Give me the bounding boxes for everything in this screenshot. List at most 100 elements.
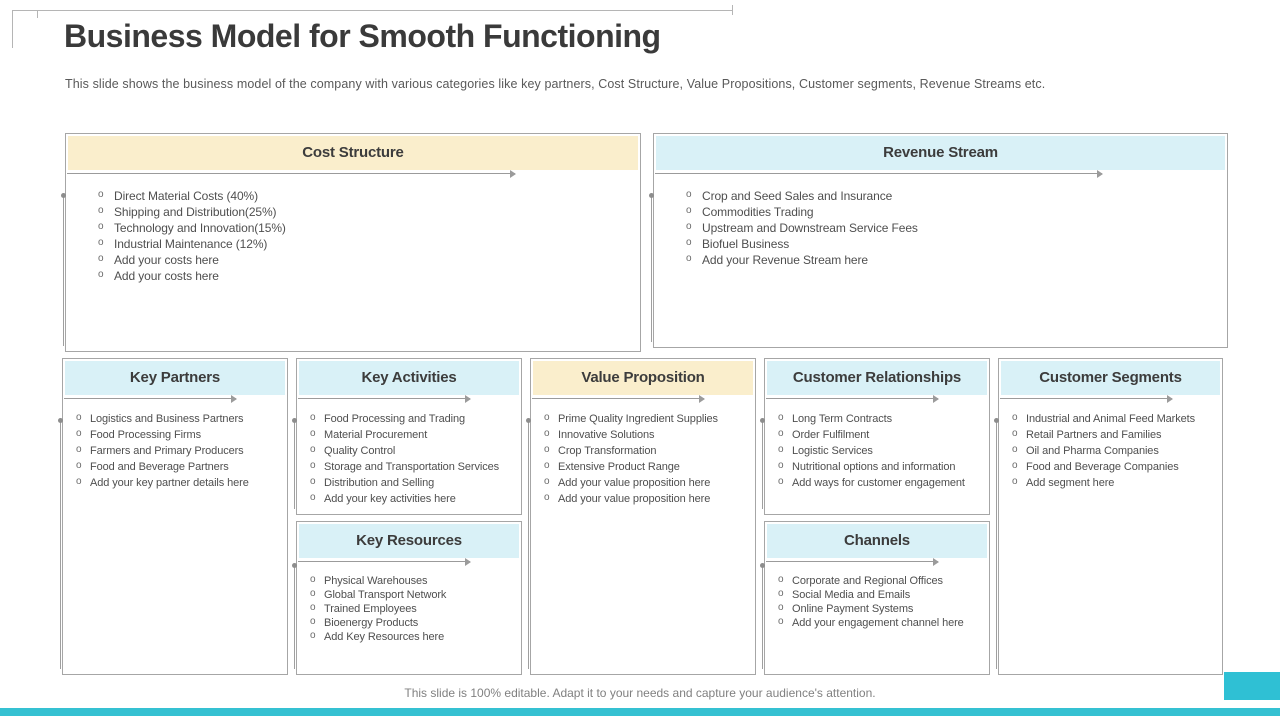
list-item: Add your costs here [96,251,636,268]
list-item: Physical Warehouses [308,573,517,588]
arrow-right-icon [766,395,940,403]
connector-line [994,418,999,669]
connector-line [292,418,297,509]
list-item: Quality Control [308,442,517,459]
arrow-right-icon [298,395,472,403]
value-proposition-list: Prime Quality Ingredient SuppliesInnovat… [531,410,755,507]
revenue-stream-section: Revenue Stream Crop and Seed Sales and I… [649,133,1228,348]
list-item: Social Media and Emails [776,587,985,602]
frame-top-line [12,10,733,11]
arrow-right-icon [298,558,472,566]
list-item: Food and Beverage Partners [74,458,283,475]
customer-segments-header: Customer Segments [1001,361,1220,395]
list-item: Innovative Solutions [542,426,751,443]
accent-bottom-bar [0,708,1280,716]
arrow-right-icon [1000,395,1173,403]
connector-line [292,563,297,669]
list-item: Online Payment Systems [776,601,985,616]
connector-line [760,563,765,669]
arrow-right-icon [655,170,1103,178]
list-item: Upstream and Downstream Service Fees [684,219,1223,236]
list-item: Crop and Seed Sales and Insurance [684,187,1223,204]
key-resources-list: Physical WarehousesGlobal Transport Netw… [297,573,521,644]
list-item: Add segment here [1010,474,1218,491]
slide-subtitle: This slide shows the business model of t… [65,77,1046,91]
list-item: Storage and Transportation Services [308,458,517,475]
section-title: Key Resources [356,532,462,549]
list-item: Industrial Maintenance (12%) [96,235,636,252]
list-item: Food Processing Firms [74,426,283,443]
arrow-right-icon [532,395,706,403]
key-resources-header: Key Resources [299,524,519,558]
editable-note: This slide is 100% editable. Adapt it to… [404,686,876,700]
list-item: Oil and Pharma Companies [1010,442,1218,459]
list-item: Food Processing and Trading [308,410,517,427]
customer-segments-list: Industrial and Animal Feed MarketsRetail… [999,410,1222,491]
list-item: Add ways for customer engagement [776,474,985,491]
customer-relationships-header: Customer Relationships [767,361,987,395]
list-item: Material Procurement [308,426,517,443]
list-item: Add your value proposition here [542,474,751,491]
arrow-right-icon [67,170,516,178]
list-item: Add your key activities here [308,490,517,507]
connector-line [58,418,63,669]
list-item: Food and Beverage Companies [1010,458,1218,475]
cost-structure-header: Cost Structure [68,136,638,170]
list-item: Bioenergy Products [308,615,517,630]
key-resources-section: Key Resources Physical WarehousesGlobal … [292,521,522,675]
frame-tick [732,5,733,15]
section-title: Customer Segments [1039,369,1182,386]
list-item: Commodities Trading [684,203,1223,220]
list-item: Direct Material Costs (40%) [96,187,636,204]
value-proposition-header: Value Proposition [533,361,753,395]
arrow-right-icon [766,558,940,566]
list-item: Add your value proposition here [542,490,751,507]
list-item: Logistics and Business Partners [74,410,283,427]
frame-left-line [12,10,13,48]
revenue-stream-list: Crop and Seed Sales and InsuranceCommodi… [654,187,1227,268]
list-item: Crop Transformation [542,442,751,459]
frame-tick [37,10,38,18]
section-title: Key Activities [361,369,457,386]
key-activities-section: Key Activities Food Processing and Tradi… [292,358,522,515]
key-activities-list: Food Processing and TradingMaterial Proc… [297,410,521,507]
list-item: Trained Employees [308,601,517,616]
customer-relationships-list: Long Term ContractsOrder FulfilmentLogis… [765,410,989,491]
list-item: Logistic Services [776,442,985,459]
list-item: Add your Revenue Stream here [684,251,1223,268]
list-item: Add your key partner details here [74,474,283,491]
customer-segments-section: Customer Segments Industrial and Animal … [994,358,1223,675]
list-item: Prime Quality Ingredient Supplies [542,410,751,427]
list-item: Farmers and Primary Producers [74,442,283,459]
section-title: Revenue Stream [883,144,998,161]
key-partners-list: Logistics and Business PartnersFood Proc… [63,410,287,491]
section-title: Cost Structure [302,144,404,161]
section-title: Customer Relationships [792,369,962,386]
connector-line [61,193,66,346]
list-item: Corporate and Regional Offices [776,573,985,588]
section-title: Key Partners [129,369,221,386]
list-item: Add your costs here [96,267,636,284]
list-item: Technology and Innovation(15%) [96,219,636,236]
value-proposition-section: Value Proposition Prime Quality Ingredie… [526,358,756,675]
list-item: Nutritional options and information [776,458,985,475]
list-item: Shipping and Distribution(25%) [96,203,636,220]
connector-line [760,418,765,509]
cost-structure-section: Cost Structure Direct Material Costs (40… [61,133,641,352]
key-partners-header: Key Partners [65,361,285,395]
list-item: Extensive Product Range [542,458,751,475]
cost-structure-list: Direct Material Costs (40%)Shipping and … [66,187,640,284]
list-item: Add Key Resources here [308,629,517,644]
section-title: Channels [844,532,910,549]
section-title: Value Proposition [581,369,705,386]
list-item: Distribution and Selling [308,474,517,491]
key-activities-header: Key Activities [299,361,519,395]
connector-line [526,418,531,669]
list-item: Long Term Contracts [776,410,985,427]
list-item: Biofuel Business [684,235,1223,252]
connector-line [649,193,654,342]
arrow-right-icon [64,395,238,403]
list-item: Retail Partners and Families [1010,426,1218,443]
channels-list: Corporate and Regional OfficesSocial Med… [765,573,989,630]
